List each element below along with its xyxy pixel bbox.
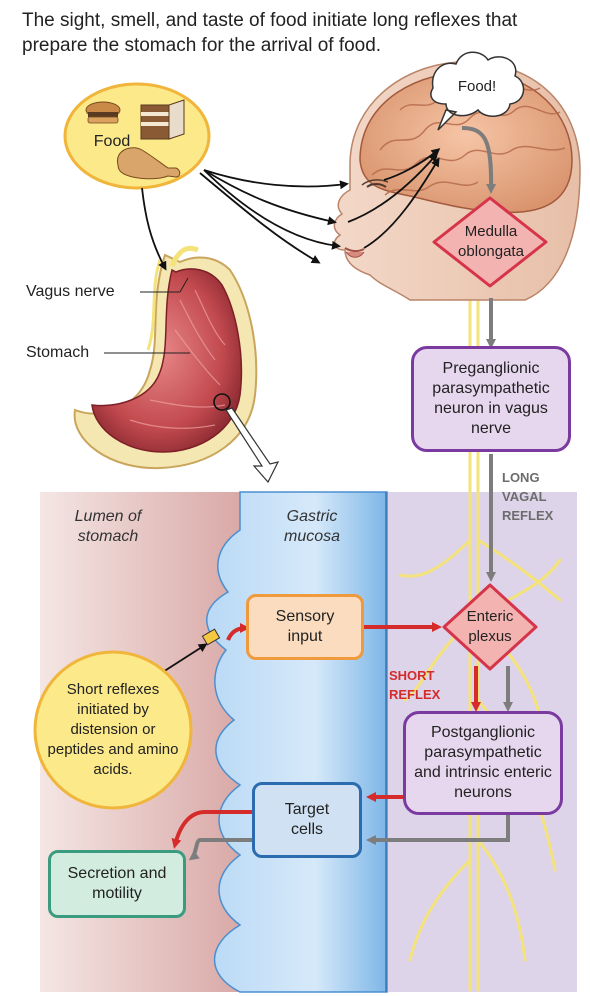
thought-bubble-text: Food!	[457, 78, 497, 95]
burger-icon	[85, 101, 121, 124]
stomach-magnify-circle	[213, 393, 231, 411]
short-reflex-label: SHORT REFLEX	[389, 668, 441, 702]
medulla-diamond	[432, 196, 548, 288]
food-to-senses-arrows	[141, 169, 349, 271]
caption: The sight, smell, and taste of food init…	[22, 10, 518, 56]
long-vagal-reflex-label: LONG VAGAL REFLEX	[502, 470, 554, 523]
medulla-oblongata-node: Medulla oblongata	[458, 223, 524, 260]
drumstick-icon	[116, 147, 181, 180]
sensory-input-node: Sensory input	[246, 594, 364, 660]
cake-icon	[140, 99, 185, 140]
target-cells-node: Target cells	[252, 782, 362, 858]
preganglionic-neuron-node: Preganglionic parasympathetic neuron in …	[411, 346, 571, 452]
lumen-label: Lumen of stomach	[74, 508, 142, 545]
senses-to-brain-arrows	[347, 148, 441, 249]
food-label: Food	[93, 133, 131, 150]
stomach-illustration	[73, 245, 280, 484]
receptor-cell	[201, 628, 221, 646]
short-reflexes-circle	[33, 650, 193, 810]
postganglionic-neuron-node: Postganglionic parasympathetic and intri…	[403, 711, 563, 815]
secretion-motility-node: Secretion and motility	[48, 850, 186, 918]
enteric-plexus-node: Enteric plexus	[466, 608, 514, 645]
vagus-nerve-label: Vagus nerve	[26, 283, 115, 300]
gastric-mucosa-label: Gastric mucosa	[283, 508, 341, 545]
thought-bubble	[430, 51, 525, 131]
short-reflexes-text: Short reflexes initiated by distension o…	[47, 681, 179, 778]
enteric-diamond	[442, 583, 538, 671]
short-reflex-arrows	[171, 622, 481, 849]
long-reflex-arrows	[188, 126, 513, 861]
gastric-mucosa-panel	[206, 491, 388, 993]
stomach-label: Stomach	[26, 344, 90, 361]
